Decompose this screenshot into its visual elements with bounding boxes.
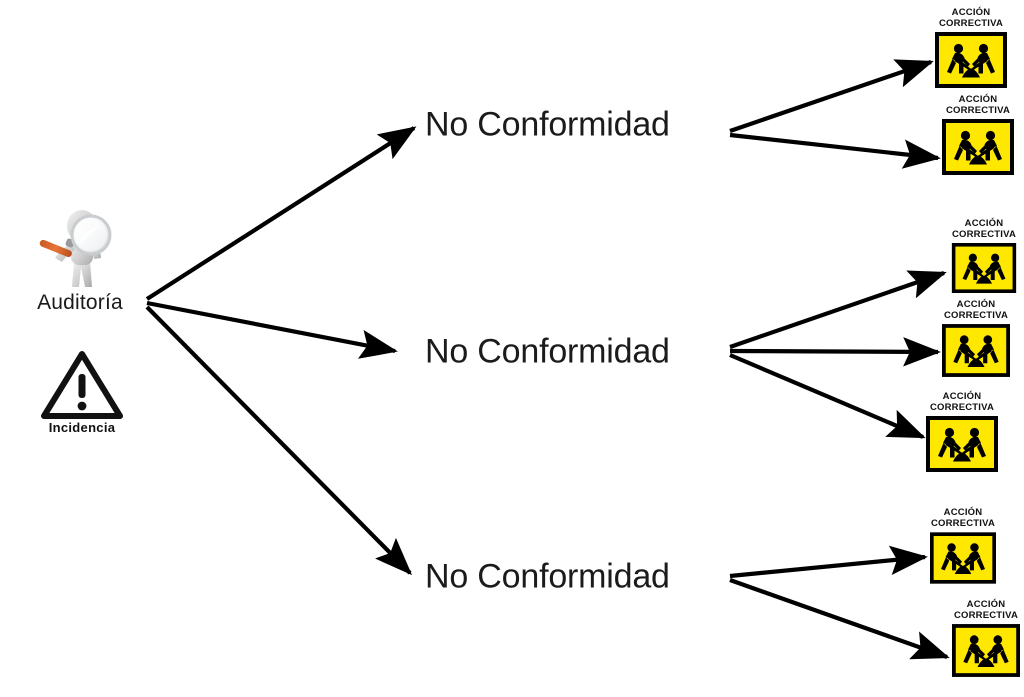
corrective-action-title: ACCIÓN CORRECTIVA (942, 599, 1024, 622)
edge-branch-3-to-action-1 (729, 545, 928, 579)
corrective-action-line1: ACCIÓN (951, 7, 991, 18)
roadwork-sign-icon (952, 623, 1020, 677)
corrective-action-title: ACCIÓN CORRECTIVA (934, 94, 1022, 117)
edge-branch-1-to-action-2 (729, 132, 941, 169)
corrective-action-title: ACCIÓN CORRECTIVA (918, 391, 1006, 414)
roadwork-sign-icon (942, 323, 1010, 377)
corrective-action-node[interactable]: ACCIÓN CORRECTIVA (932, 299, 1020, 377)
corrective-action-title: ACCIÓN CORRECTIVA (940, 218, 1024, 241)
edge-branch-2-to-action-3 (729, 353, 926, 439)
incident-node[interactable]: Incidencia (12, 348, 152, 435)
corrective-action-line1: ACCIÓN (964, 218, 1004, 229)
roadwork-sign-icon (930, 532, 996, 584)
magnifier-person-icon (39, 210, 112, 287)
corrective-action-node[interactable]: ACCIÓN CORRECTIVA (942, 599, 1024, 677)
roadwork-sign-icon (926, 415, 998, 472)
corrective-action-node[interactable]: ACCIÓN CORRECTIVA (918, 391, 1006, 472)
corrective-action-line2: CORRECTIVA (945, 104, 1011, 116)
corrective-action-line2: CORRECTIVA (951, 228, 1017, 240)
corrective-action-title: ACCIÓN CORRECTIVA (927, 7, 1015, 30)
branch-label-2[interactable]: No Conformidad (425, 332, 670, 371)
corrective-action-node[interactable]: ACCIÓN CORRECTIVA (934, 94, 1022, 175)
corrective-action-line2: CORRECTIVA (938, 17, 1004, 29)
branch-label-1[interactable]: No Conformidad (425, 105, 670, 144)
incident-label: Incidencia (48, 420, 116, 435)
audit-node[interactable]: Auditoría (10, 205, 150, 314)
corrective-action-line1: ACCIÓN (966, 599, 1006, 610)
corrective-action-line2: CORRECTIVA (930, 517, 996, 529)
corrective-action-line1: ACCIÓN (942, 391, 982, 402)
corrective-action-line1: ACCIÓN (958, 94, 998, 105)
branch-label-3[interactable]: No Conformidad (425, 557, 670, 596)
edge-branch-2-to-action-2 (729, 337, 941, 367)
corrective-action-line1: ACCIÓN (956, 299, 996, 310)
roadwork-sign-icon (942, 118, 1014, 175)
corrective-action-line2: CORRECTIVA (953, 609, 1019, 621)
corrective-action-node[interactable]: ACCIÓN CORRECTIVA (940, 218, 1024, 293)
corrective-action-node[interactable]: ACCIÓN CORRECTIVA (919, 507, 1007, 584)
corrective-action-line2: CORRECTIVA (929, 401, 995, 413)
roadwork-sign-icon (951, 242, 1017, 293)
corrective-action-line2: CORRECTIVA (943, 309, 1009, 321)
audit-label: Auditoría (37, 291, 123, 314)
edge-source-to-branch-3 (145, 305, 413, 576)
edge-branch-3-to-action-2 (729, 578, 950, 660)
roadwork-sign-icon (935, 31, 1007, 88)
edge-source-to-branch-1 (145, 126, 417, 301)
edge-branch-1-to-action-1 (729, 59, 934, 133)
corrective-action-title: ACCIÓN CORRECTIVA (932, 299, 1020, 322)
edge-branch-2-to-action-1 (729, 270, 947, 349)
edge-source-to-branch-2 (146, 300, 398, 359)
corrective-action-line1: ACCIÓN (943, 507, 983, 518)
corrective-action-node[interactable]: ACCIÓN CORRECTIVA (927, 7, 1015, 88)
corrective-action-title: ACCIÓN CORRECTIVA (919, 507, 1007, 530)
warning-triangle-icon (41, 351, 123, 419)
